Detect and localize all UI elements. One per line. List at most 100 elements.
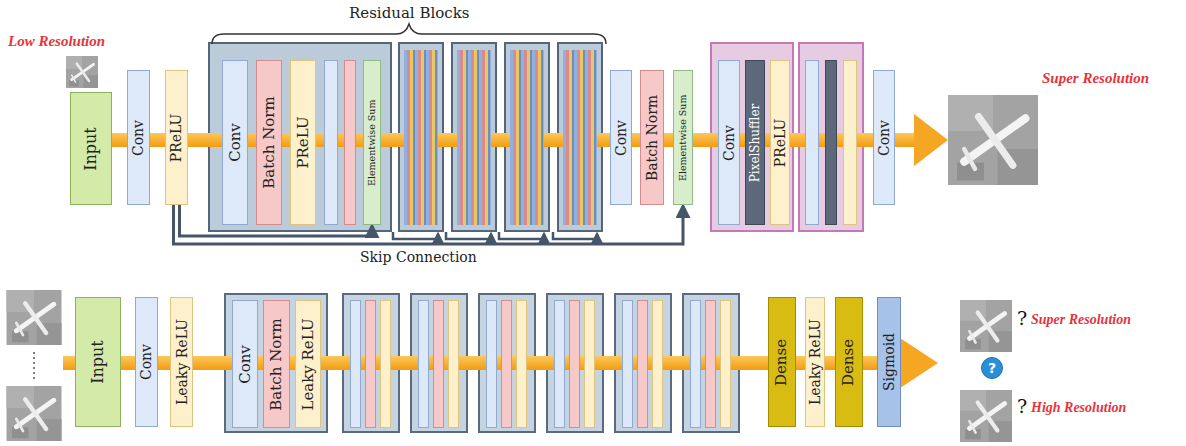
input-layer: Input xyxy=(70,92,112,205)
conv-layer: Conv xyxy=(718,60,740,225)
compressed-block-stripes xyxy=(563,50,597,225)
layer-name: Leaky ReLU xyxy=(808,319,822,405)
layer-name: Conv xyxy=(228,123,243,162)
batchnorm-layer-bar xyxy=(365,300,376,428)
question-circle: ? xyxy=(981,357,1003,379)
activation-layer-bar xyxy=(843,60,857,225)
dense-layer: Dense xyxy=(768,297,796,427)
layer-name: Elementwise Sum xyxy=(367,99,377,185)
flow-arrowhead xyxy=(900,338,938,388)
batchnorm-layer: Batch Norm xyxy=(640,70,664,205)
question-mark: ? xyxy=(1017,396,1027,417)
conv-layer-bar xyxy=(622,300,633,428)
activation-layer-bar xyxy=(652,300,663,428)
image-caption: Super Resolution xyxy=(1042,70,1149,87)
batchnorm-layer: Batch Norm xyxy=(256,60,282,225)
layer-name: Sigmoid xyxy=(882,333,896,391)
layer-name: Input xyxy=(83,127,99,171)
conv-layer-bar xyxy=(690,300,701,428)
pixelshuffler-layer-bar xyxy=(825,60,837,225)
layer-name: Dense xyxy=(775,338,790,385)
image-caption: Super Resolution xyxy=(1031,312,1131,327)
skip-line xyxy=(446,232,491,239)
layer-name: PixelShuffler xyxy=(749,103,761,182)
activation-layer: Leaky ReLU xyxy=(170,297,193,427)
activation-layer-bar xyxy=(584,300,595,428)
super-resolution-image xyxy=(948,95,1038,185)
image-caption: Low Resolution xyxy=(8,33,105,50)
conv-layer-bar xyxy=(554,300,565,428)
layer-name: Dense xyxy=(842,338,857,385)
activation-layer: Leaky ReLU xyxy=(295,300,321,428)
layer-name: Elementwise Sum xyxy=(678,94,688,180)
activation-layer-bar xyxy=(516,300,527,428)
batchnorm-layer-bar xyxy=(501,300,512,428)
skip-line xyxy=(499,232,544,239)
question-mark: ? xyxy=(988,361,996,375)
image-caption: High Resolution xyxy=(1031,400,1126,415)
activation-layer: PReLU xyxy=(770,60,790,225)
layer-name: PReLU xyxy=(773,118,787,167)
elementwise-sum: Elementwise Sum xyxy=(363,60,381,225)
elementwise-sum: Elementwise Sum xyxy=(673,70,693,205)
dense-layer: Dense xyxy=(835,297,863,427)
low-resolution-image xyxy=(66,56,98,88)
layer-name: Leaky ReLU xyxy=(175,319,189,405)
conv-layer-bar xyxy=(418,300,429,428)
layer-name: Conv xyxy=(238,345,253,384)
layer-name: Conv xyxy=(877,119,891,155)
batchnorm-layer-bar xyxy=(569,300,580,428)
compressed-block-stripes xyxy=(457,50,491,225)
activation-layer-bar xyxy=(448,300,459,428)
activation-layer: Leaky ReLU xyxy=(805,297,825,427)
batchnorm-layer-bar xyxy=(433,300,444,428)
group-label: Residual Blocks xyxy=(349,5,469,22)
layer-name: Conv xyxy=(140,344,154,380)
ellipsis-dots xyxy=(33,352,35,380)
conv-layer-bar xyxy=(350,300,361,428)
conv-layer: Conv xyxy=(610,70,632,205)
layer-name: Conv xyxy=(614,119,628,155)
conv-layer-bar xyxy=(324,60,338,225)
layer-name: PReLU xyxy=(296,116,311,168)
question-mark: ? xyxy=(1017,308,1027,329)
batchnorm-layer-bar xyxy=(344,60,356,225)
layer-name: Conv xyxy=(132,119,146,155)
activation-layer: PReLU xyxy=(165,70,188,205)
layer-name: Batch Norm xyxy=(269,318,284,410)
input-image xyxy=(7,290,62,345)
batchnorm-layer-bar xyxy=(637,300,648,428)
conv-layer: Conv xyxy=(127,70,150,205)
activation-layer-bar xyxy=(720,300,731,428)
connection-label: Skip Connection xyxy=(360,250,477,265)
layer-name: Batch Norm xyxy=(262,96,277,188)
conv-layer: Conv xyxy=(135,297,158,427)
sigmoid-layer: Sigmoid xyxy=(877,297,901,427)
layer-name: Leaky ReLU xyxy=(301,318,316,410)
activation-layer-bar xyxy=(380,300,391,428)
layer-name: PReLU xyxy=(170,113,184,162)
conv-layer: Conv xyxy=(873,70,895,205)
skip-connection xyxy=(174,205,684,244)
output-image xyxy=(960,390,1012,442)
input-image xyxy=(7,386,62,441)
conv-layer: Conv xyxy=(232,300,258,428)
batchnorm-layer: Batch Norm xyxy=(263,300,290,428)
layer-name: Batch Norm xyxy=(645,94,659,180)
brace xyxy=(212,24,606,44)
activation-layer: PReLU xyxy=(290,60,316,225)
input-layer: Input xyxy=(75,297,121,427)
conv-layer-bar xyxy=(805,60,819,225)
pixelshuffler-layer: PixelShuffler xyxy=(745,60,765,225)
layer-name: Conv xyxy=(722,124,736,160)
skip-line xyxy=(553,232,597,239)
compressed-block-stripes xyxy=(404,50,438,225)
compressed-block-stripes xyxy=(510,50,544,225)
conv-layer: Conv xyxy=(222,60,248,225)
flow-arrowhead xyxy=(914,114,948,166)
skip-line xyxy=(393,232,438,239)
conv-layer-bar xyxy=(486,300,497,428)
batchnorm-layer-bar xyxy=(705,300,716,428)
